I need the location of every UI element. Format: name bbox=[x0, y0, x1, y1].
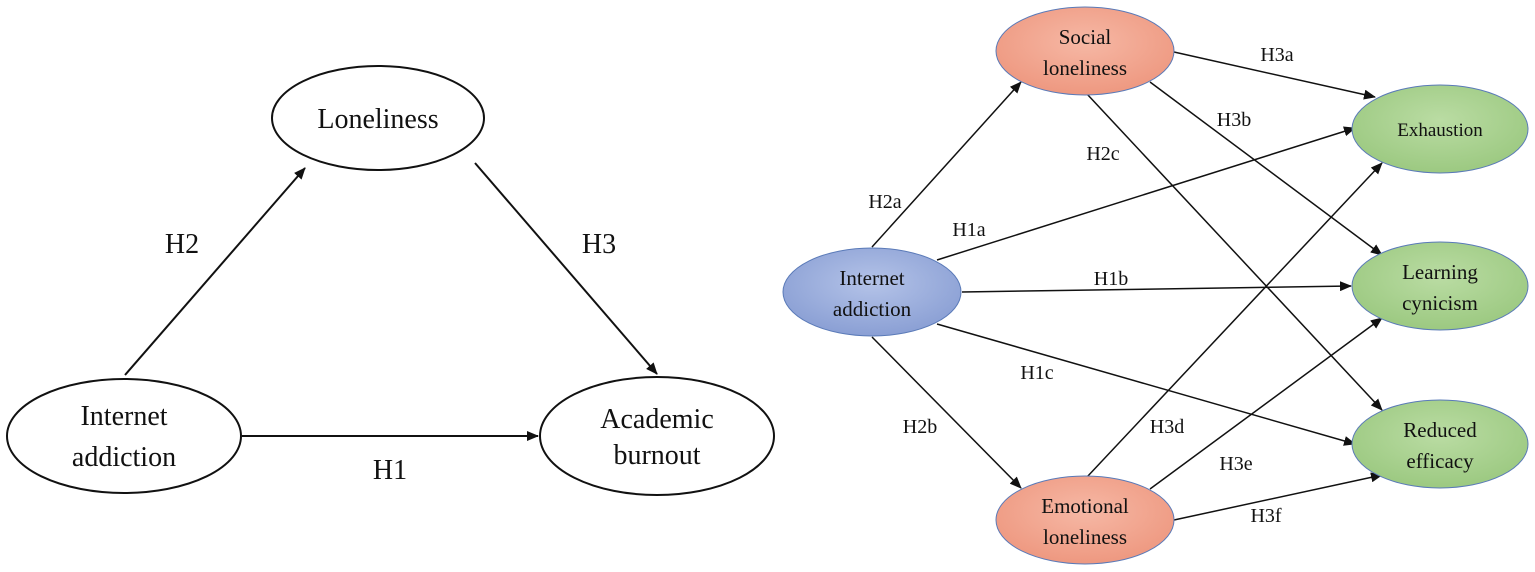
node-exhaustion: Exhaustion bbox=[1351, 84, 1529, 174]
node-academic-burnout-line2: burnout bbox=[613, 440, 700, 471]
edge-h3a-label: H3a bbox=[1260, 44, 1293, 66]
node-reduced-efficacy: Reduced efficacy bbox=[1351, 399, 1529, 489]
edge-h3b-arrow bbox=[1149, 81, 1383, 256]
edge-h2a-arrow bbox=[871, 81, 1022, 248]
edge-h1b-label: H1b bbox=[1094, 268, 1128, 290]
node-exhaustion-label: Exhaustion bbox=[1397, 120, 1483, 141]
edge-h3d-arrow bbox=[1086, 162, 1383, 478]
edge-h2b-label: H2b bbox=[903, 416, 937, 438]
node-loneliness-label: Loneliness bbox=[317, 104, 438, 135]
edge-h1a-label: H1a bbox=[952, 219, 985, 241]
edge-h3d-label: H3d bbox=[1150, 416, 1184, 438]
edge-h3-arrow bbox=[474, 162, 658, 375]
node-emotional-loneliness-line2: loneliness bbox=[1043, 525, 1127, 549]
node-emotional-loneliness: Emotional loneliness bbox=[995, 475, 1175, 565]
edge-h3e-label: H3e bbox=[1219, 453, 1252, 475]
node-loneliness: Loneliness bbox=[271, 65, 485, 171]
node-learning-cynicism-line2: cynicism bbox=[1402, 291, 1478, 315]
node-internet-addiction-right-line1: Internet bbox=[839, 266, 904, 290]
edge-h1a-arrow bbox=[936, 126, 1356, 261]
edge-h2-arrow bbox=[124, 167, 306, 376]
edge-h1c-arrow bbox=[936, 323, 1356, 446]
node-internet-addiction: Internet addiction bbox=[6, 378, 242, 494]
left-model: Loneliness Internet addiction Academic b… bbox=[6, 65, 775, 496]
edge-h2c-arrow bbox=[1086, 93, 1383, 411]
edge-h1c-label: H1c bbox=[1020, 362, 1053, 384]
edge-h3f-label: H3f bbox=[1250, 505, 1281, 527]
node-internet-addiction-line1: Internet bbox=[80, 401, 167, 432]
node-social-loneliness: Social loneliness bbox=[995, 6, 1175, 96]
node-internet-addiction-line2: addiction bbox=[72, 442, 176, 473]
right-model: Social loneliness Emotional loneliness I… bbox=[782, 6, 1529, 565]
edge-h1-label: H1 bbox=[373, 455, 407, 486]
node-social-loneliness-line2: loneliness bbox=[1043, 56, 1127, 80]
edge-h2-label: H2 bbox=[165, 229, 199, 260]
node-reduced-efficacy-line2: efficacy bbox=[1406, 449, 1474, 473]
node-internet-addiction-right-line2: addiction bbox=[833, 297, 912, 321]
edge-h3a-arrow bbox=[1173, 51, 1376, 100]
node-emotional-loneliness-line1: Emotional bbox=[1041, 494, 1129, 518]
edge-h3e-arrow bbox=[1149, 317, 1383, 490]
edge-h3f-arrow bbox=[1173, 472, 1383, 521]
node-reduced-efficacy-line1: Reduced bbox=[1403, 418, 1477, 442]
edge-h2c-label: H2c bbox=[1086, 143, 1119, 165]
edge-h3b-label: H3b bbox=[1217, 109, 1251, 131]
node-learning-cynicism-line1: Learning bbox=[1402, 260, 1478, 284]
edge-h1b-arrow bbox=[961, 281, 1352, 293]
edge-h2a-label: H2a bbox=[868, 191, 901, 213]
edge-h3-label: H3 bbox=[582, 229, 616, 260]
node-internet-addiction-right: Internet addiction bbox=[782, 247, 962, 337]
node-academic-burnout-line1: Academic bbox=[600, 404, 714, 435]
node-learning-cynicism: Learning cynicism bbox=[1351, 241, 1529, 331]
edge-h2b-arrow bbox=[871, 336, 1022, 489]
node-academic-burnout: Academic burnout bbox=[539, 376, 775, 496]
node-social-loneliness-line1: Social bbox=[1059, 25, 1112, 49]
